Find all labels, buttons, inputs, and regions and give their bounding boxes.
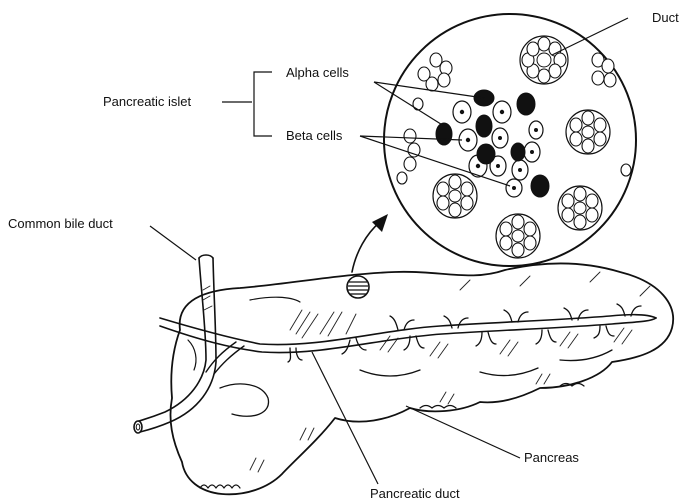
pancreatic-duct-tube	[160, 304, 656, 374]
magnified-view	[384, 14, 636, 266]
common-bile-duct-label: Common bile duct	[8, 216, 113, 231]
pancreas-label: Pancreas	[524, 450, 579, 465]
alpha-cells-label: Alpha cells	[286, 65, 349, 80]
pancreas-organ	[170, 264, 673, 495]
pancreatic-islet-label: Pancreatic islet	[103, 94, 192, 109]
pancreatic-duct-label: Pancreatic duct	[370, 486, 460, 501]
beta-cells-label: Beta cells	[286, 128, 343, 143]
islet-location-marker	[347, 276, 369, 298]
magnification-arrow	[352, 214, 388, 272]
pancreas-shading	[250, 272, 650, 472]
duct-label: Duct	[652, 10, 679, 25]
